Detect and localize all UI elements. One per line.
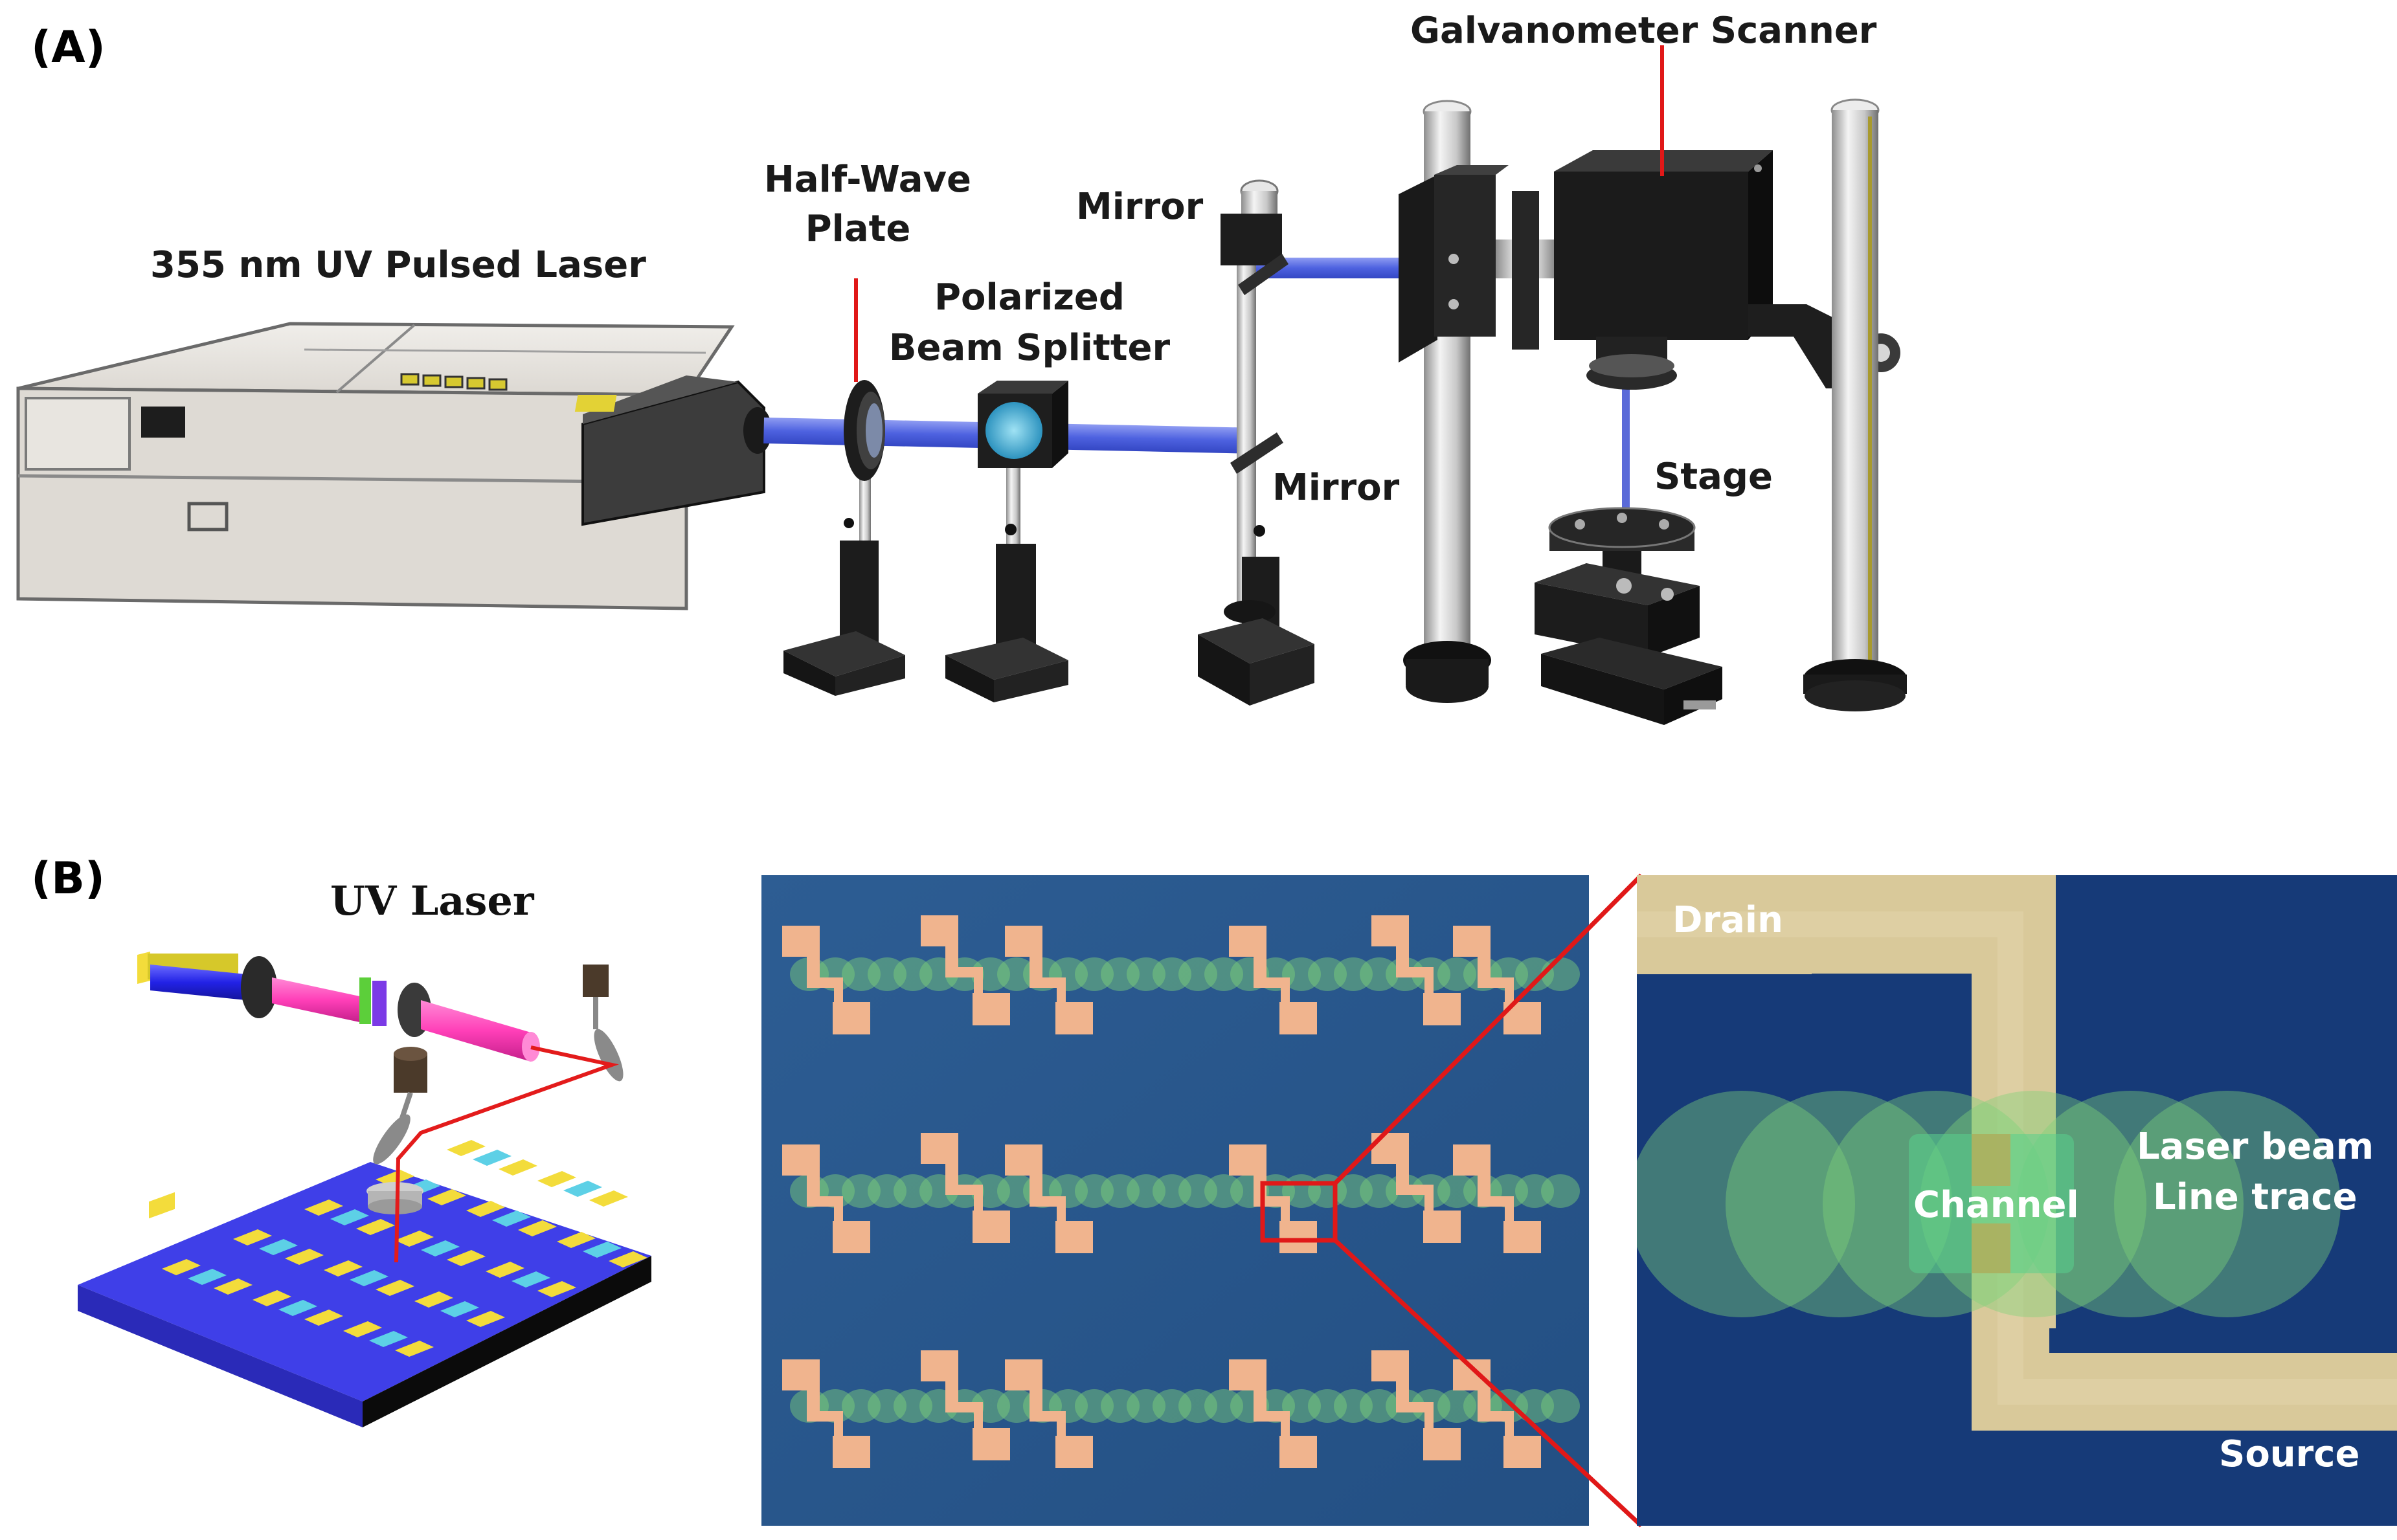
galvo-mount xyxy=(1399,165,1560,363)
zoom-connectors xyxy=(1333,873,1643,1528)
label-half-wave-line1: Half-Wave xyxy=(764,159,971,201)
label-trace-line2: Line trace xyxy=(2153,1176,2358,1218)
panel-a-tag: (A) xyxy=(31,22,106,73)
label-mirror-bottom: Mirror xyxy=(1272,467,1400,509)
zoom-highlight-box xyxy=(1260,1181,1338,1243)
label-uv-laser: UV Laser xyxy=(330,877,535,924)
label-stage: Stage xyxy=(1654,456,1773,498)
label-pbs-line2: Beam Splitter xyxy=(889,327,1171,369)
label-pbs-line1: Polarized xyxy=(934,276,1125,318)
label-uv-pulsed-laser: 355 nm UV Pulsed Laser xyxy=(150,244,646,286)
label-drain: Drain xyxy=(1672,899,1783,941)
label-mirror-top: Mirror xyxy=(1076,186,1204,228)
channel-region xyxy=(1909,1134,2074,1273)
label-half-wave-line2: Plate xyxy=(805,208,911,250)
label-galvanometer-scanner: Galvanometer Scanner xyxy=(1410,10,1877,52)
mirror-assembly xyxy=(1198,179,1314,706)
panel-b-tag: (B) xyxy=(31,853,105,904)
uv-pulsed-laser xyxy=(16,322,772,610)
zoomed-channel-view: Drain Source Channel Laser beam Line tra… xyxy=(1637,875,2397,1526)
pointer-lines-a xyxy=(854,45,1664,382)
galvanometer-scanner xyxy=(1554,150,1900,390)
beam-path xyxy=(763,258,1630,521)
right-post xyxy=(1803,98,1907,711)
electrode-array xyxy=(782,926,1541,1468)
substrate-micrograph xyxy=(761,875,1589,1526)
half-wave-plate xyxy=(783,380,905,696)
label-source: Source xyxy=(2219,1433,2359,1475)
uv-laser-schematic xyxy=(78,952,651,1427)
polarized-beam-splitter xyxy=(945,381,1068,702)
sample-stage xyxy=(1535,507,1722,725)
label-channel: Channel xyxy=(1913,1184,2079,1226)
label-trace-line1: Laser beam xyxy=(2137,1126,2374,1168)
